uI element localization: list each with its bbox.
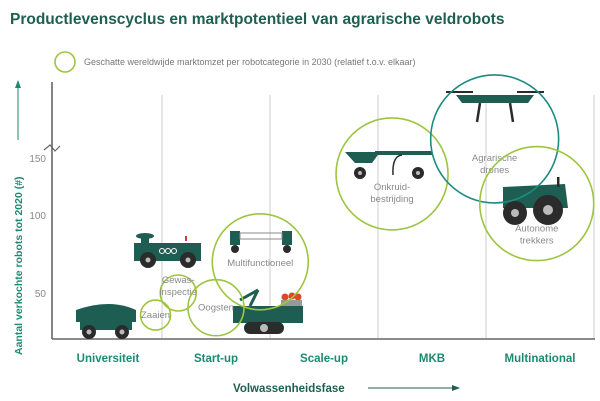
tractor-icon (503, 177, 568, 225)
multifunctional-robot-icon (230, 231, 292, 253)
weeding-robot-icon (345, 151, 432, 179)
inspection-robot-icon (134, 233, 201, 268)
bubble (335, 117, 449, 231)
axis-break-icon (43, 144, 61, 152)
x-arrow-head-icon (452, 385, 460, 391)
bubble-label: Onkruid-bestrijding (370, 182, 413, 205)
stage-label: Universiteit (77, 353, 140, 365)
bubble (159, 274, 197, 312)
legend-circle-icon (54, 51, 76, 73)
x-axis-label: Volwassenheidsfase (233, 383, 345, 395)
harvest-robot-icon (233, 288, 303, 334)
y-tick-label: 150 (29, 154, 46, 165)
seeding-robot-icon (76, 304, 136, 339)
y-ticks: 50 100 150 (29, 154, 46, 300)
bubble-label: Multifunctioneel (227, 258, 293, 269)
y-arrow-head-icon (15, 80, 21, 88)
grid (161, 95, 595, 339)
legend-text: Geschatte wereldwijde marktomzet per rob… (84, 57, 416, 67)
bubble-label: Gewas-inspectie (159, 275, 197, 298)
stage-label: Scale-up (300, 353, 348, 365)
stage-label: Multinational (505, 353, 576, 365)
bubble (211, 212, 310, 311)
x-stage-labels: Universiteit Start-up Scale-up MKB Multinati… (77, 353, 576, 365)
bubble-label: Zaaien (141, 310, 170, 321)
bubble (478, 145, 595, 262)
y-tick-label: 50 (35, 289, 47, 300)
stage-label: Start-up (194, 353, 238, 365)
stage-label: MKB (419, 353, 445, 365)
chart-title: Productlevenscyclus en marktpotentieel v… (10, 11, 504, 28)
drone-icon (446, 91, 544, 123)
bubble (139, 299, 172, 331)
y-axis-label: Aantal verkochte robots tot 2020 (#) (13, 176, 25, 355)
bubble-label: Oogsten (198, 303, 234, 314)
bubble (429, 74, 560, 204)
y-tick-label: 100 (29, 211, 46, 222)
